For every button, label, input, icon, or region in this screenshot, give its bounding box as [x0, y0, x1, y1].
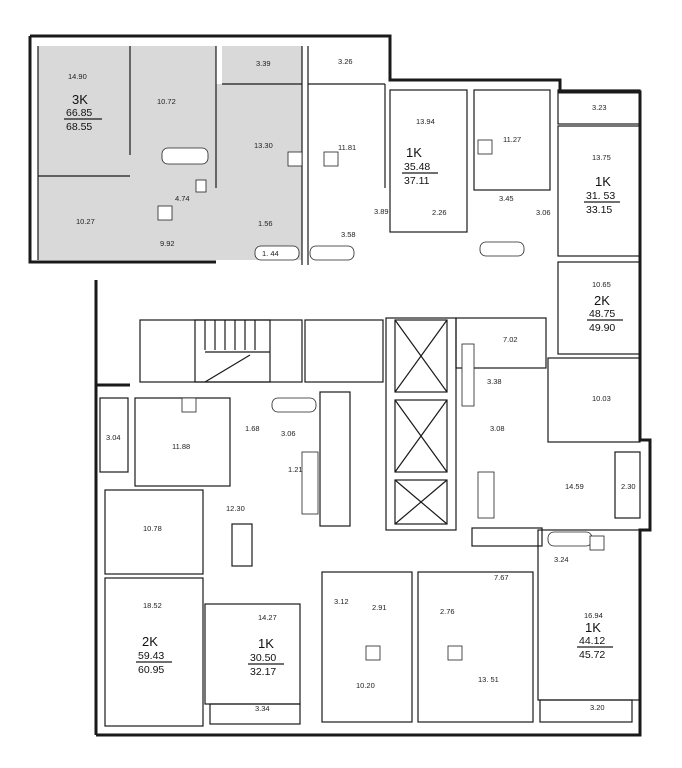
svg-text:44.12: 44.12 [579, 635, 605, 647]
room-area: 14.27 [258, 613, 277, 622]
room-area: 3.08 [490, 424, 505, 433]
svg-text:68.55: 68.55 [66, 121, 92, 133]
apartment-label-2k-a: 2K 48.75 49.90 [587, 293, 623, 334]
room-area: 1.68 [245, 424, 260, 433]
svg-text:33.15: 33.15 [586, 204, 612, 216]
svg-text:1K: 1K [595, 174, 611, 189]
room-area: 13.75 [592, 153, 611, 162]
svg-text:1K: 1K [406, 145, 422, 160]
apartment-label-1k-d: 1K 44.12 45.72 [577, 620, 613, 661]
room-area: 9.92 [160, 239, 175, 248]
room-area: 1. 44 [262, 249, 279, 258]
staircase [194, 319, 271, 383]
room-area: 10.65 [592, 280, 611, 289]
room-area: 16.94 [584, 611, 603, 620]
svg-text:32.17: 32.17 [250, 666, 276, 678]
svg-text:3K: 3K [72, 92, 88, 107]
apartment-label-1k-b: 1K 31. 53 33.15 [584, 174, 620, 216]
room-area: 3.24 [554, 555, 569, 564]
room-area: 4.74 [175, 194, 190, 203]
room-area: 3.89 [374, 207, 389, 216]
svg-text:2K: 2K [142, 634, 158, 649]
room-area: 2.91 [372, 603, 387, 612]
room-area: 3.23 [592, 103, 607, 112]
svg-text:2K: 2K [594, 293, 610, 308]
room-area: 12.30 [226, 504, 245, 513]
room-area: 7.02 [503, 335, 518, 344]
svg-text:60.95: 60.95 [138, 664, 164, 676]
room-area: 2.26 [432, 208, 447, 217]
svg-text:31. 53: 31. 53 [586, 190, 615, 202]
svg-text:59.43: 59.43 [138, 650, 164, 662]
svg-text:45.72: 45.72 [579, 649, 605, 661]
room-area: 3.34 [255, 704, 270, 713]
room-area: 3.39 [256, 59, 271, 68]
room-area: 2.30 [621, 482, 636, 491]
apartment-label-3k: 3K 66.85 68.55 [64, 92, 102, 133]
room-area: 7.67 [494, 573, 509, 582]
svg-text:1K: 1K [585, 620, 601, 635]
room-area: 10.72 [157, 97, 176, 106]
svg-text:49.90: 49.90 [589, 322, 615, 334]
room-area: 11.81 [338, 143, 356, 152]
room-area: 14.90 [68, 72, 87, 81]
room-area-labels: 14.90 10.72 3.39 3.26 3.23 13.30 11.81 1… [68, 57, 636, 713]
svg-text:35.48: 35.48 [404, 161, 430, 173]
svg-text:37.11: 37.11 [404, 175, 430, 187]
svg-text:30.50: 30.50 [250, 652, 276, 664]
svg-text:66.85: 66.85 [66, 107, 92, 119]
apartment-label-1k-c: 1K 30.50 32.17 [248, 636, 284, 678]
room-area: 10.03 [592, 394, 611, 403]
apartment-label-2k-b: 2K 59.43 60.95 [136, 634, 172, 676]
room-area: 3.20 [590, 703, 605, 712]
room-area: 3.45 [499, 194, 514, 203]
room-area: 3.04 [106, 433, 121, 442]
room-area: 14.59 [565, 482, 584, 491]
bathroom-fixtures [157, 139, 605, 661]
room-area: 3.06 [536, 208, 551, 217]
interior-walls [37, 46, 641, 727]
room-area: 3.58 [341, 230, 356, 239]
room-area: 18.52 [143, 601, 162, 610]
svg-text:1K: 1K [258, 636, 274, 651]
room-area: 10.27 [76, 217, 95, 226]
room-area: 13.30 [254, 141, 273, 150]
apartment-label-1k-a: 1K 35.48 37.11 [402, 145, 438, 187]
room-area: 3.06 [281, 429, 296, 438]
room-area: 13.94 [416, 117, 435, 126]
room-area: 3.26 [338, 57, 353, 66]
room-area: 11.88 [172, 442, 190, 451]
room-area: 3.12 [334, 597, 349, 606]
room-area: 10.78 [143, 524, 162, 533]
room-area: 13. 51 [478, 675, 499, 684]
room-area: 3.38 [487, 377, 502, 386]
svg-text:48.75: 48.75 [589, 308, 615, 320]
room-area: 10.20 [356, 681, 375, 690]
room-area: 1.56 [258, 219, 273, 228]
room-area: 1.21 [288, 465, 303, 474]
room-area: 2.76 [440, 607, 455, 616]
room-area: 11.27 [503, 135, 521, 144]
